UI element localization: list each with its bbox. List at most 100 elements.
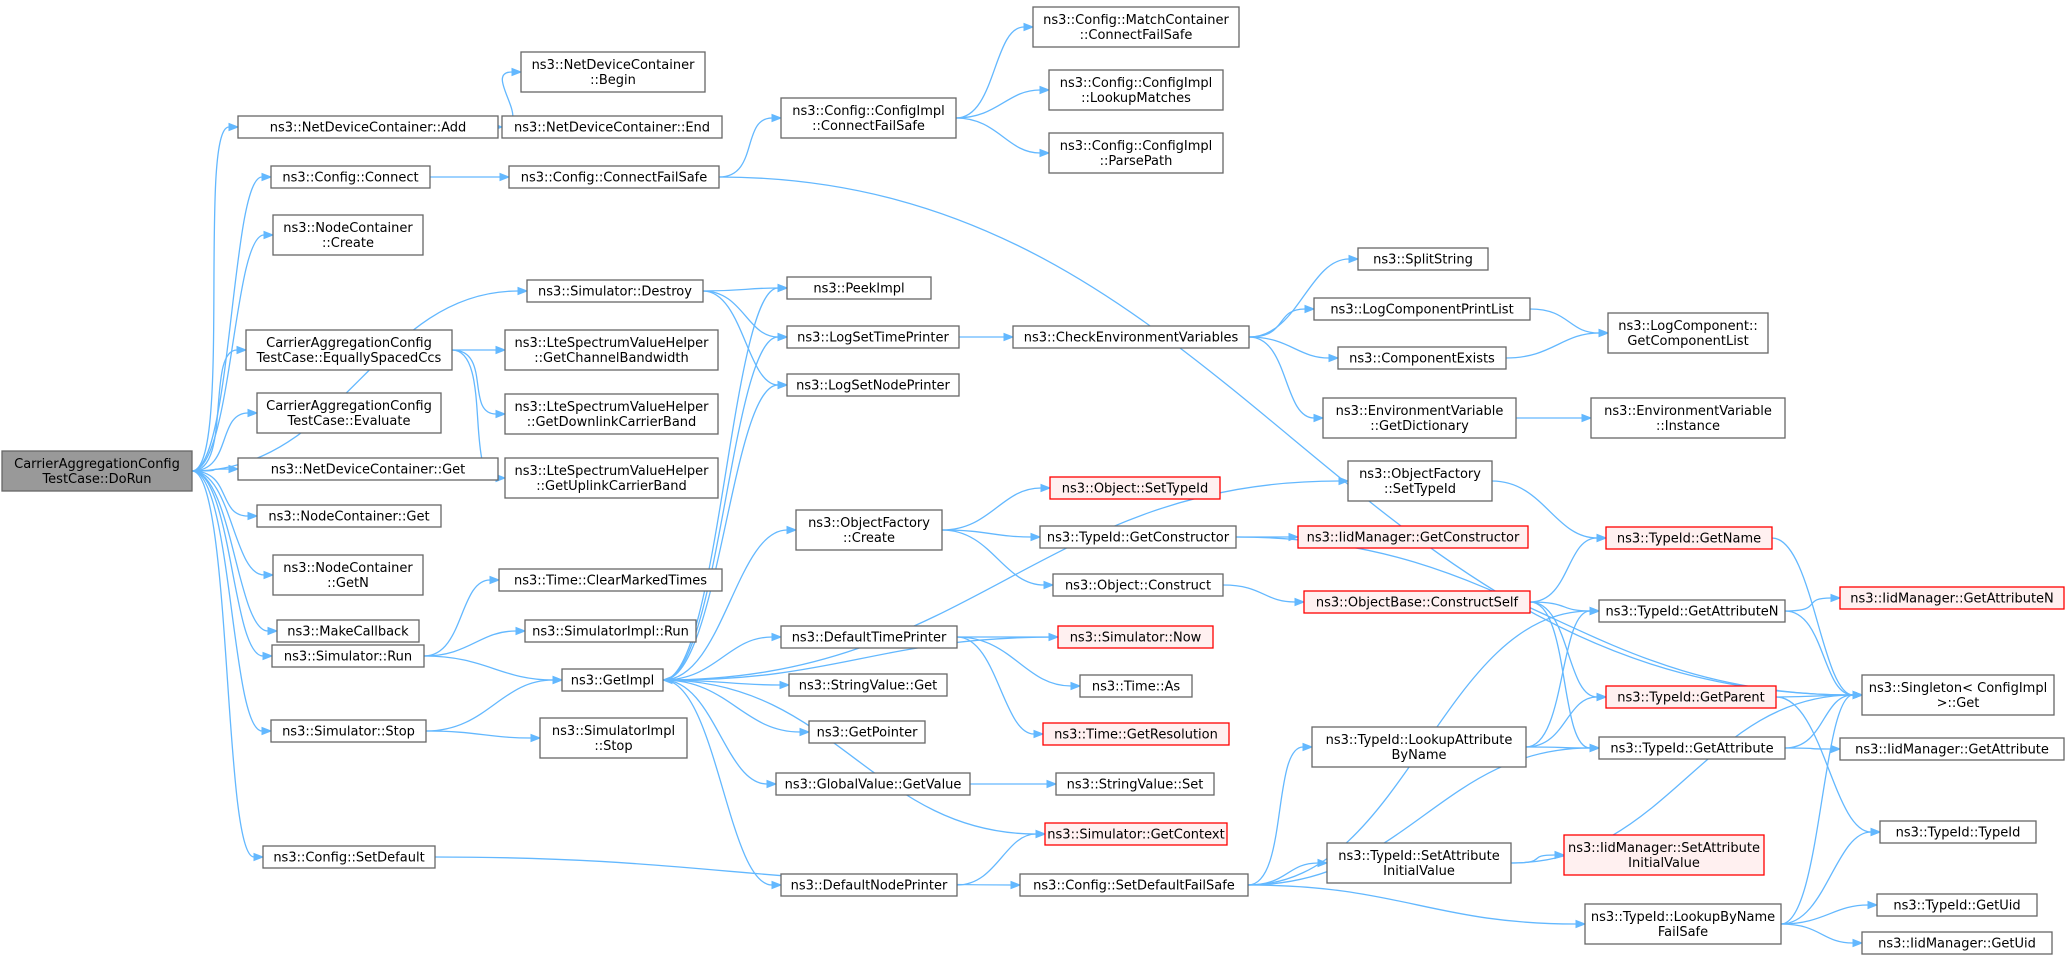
node-ndc-add[interactable]: ns3::NetDeviceContainer::Add	[237, 115, 499, 139]
edge-line	[191, 290, 519, 472]
node-sim-destroy[interactable]: ns3::Simulator::Destroy	[526, 279, 704, 303]
arrowhead-icon	[1596, 692, 1608, 702]
node-label: ns3::IidManager::GetAttributeN	[1850, 592, 2054, 607]
node-checkenv[interactable]: ns3::CheckEnvironmentVariables	[1012, 325, 1250, 349]
arrowhead-icon	[261, 172, 273, 182]
node-iid-getuid[interactable]: ns3::IidManager::GetUid	[1861, 931, 2053, 955]
node-box	[1605, 685, 1777, 709]
node-makecallback[interactable]: ns3::MakeCallback	[276, 619, 420, 643]
node-splitstring[interactable]: ns3::SplitString	[1357, 247, 1489, 271]
node-box	[1861, 931, 2053, 955]
node-ndc-end[interactable]: ns3::NetDeviceContainer::End	[501, 115, 723, 139]
node-typeid-getattrn[interactable]: ns3::TypeId::GetAttributeN	[1598, 599, 1786, 623]
node-envvar-instance[interactable]: ns3::EnvironmentVariable::Instance	[1590, 397, 1786, 439]
node-evaluate[interactable]: CarrierAggregationConfigTestCase::Evalua…	[256, 392, 442, 434]
arrowhead-icon	[267, 626, 279, 636]
node-stringvalue-get[interactable]: ns3::StringValue::Get	[788, 673, 948, 697]
node-envvar-getdict[interactable]: ns3::EnvironmentVariable::GetDictionary	[1322, 397, 1517, 439]
node-typeid-getuid[interactable]: ns3::TypeId::GetUid	[1876, 893, 2038, 917]
node-time-clear[interactable]: ns3::Time::ClearMarkedTimes	[498, 568, 723, 592]
edge-line	[1247, 746, 1304, 886]
node-cfgimpl-connectfs[interactable]: ns3::Config::ConfigImpl::ConnectFailSafe	[780, 97, 957, 139]
node-ltesv-chbw[interactable]: ns3::LteSpectrumValueHelper::GetChannelB…	[504, 329, 719, 371]
edge-getimpl-to-defaulttimeprinter	[662, 632, 783, 681]
edge-getimpl-to-getpointer	[662, 679, 811, 737]
node-logcomp-getlist[interactable]: ns3::LogComponent::GetComponentList	[1607, 312, 1769, 354]
node-cfgimpl-parse[interactable]: ns3::Config::ConfigImpl::ParsePath	[1048, 132, 1224, 174]
node-typeid-getctor[interactable]: ns3::TypeId::GetConstructor	[1039, 525, 1237, 549]
node-equallyspaced[interactable]: CarrierAggregationConfigTestCase::Equall…	[245, 329, 453, 371]
node-logcompprint[interactable]: ns3::LogComponentPrintList	[1313, 297, 1531, 321]
edge-line	[191, 468, 230, 472]
node-nc-get[interactable]: ns3::NodeContainer::Get	[256, 504, 442, 528]
node-typeid-getparent[interactable]: ns3::TypeId::GetParent	[1605, 685, 1777, 709]
arrowhead-icon	[1596, 533, 1608, 543]
node-typeid-typeid[interactable]: ns3::TypeId::TypeId	[1879, 820, 2037, 844]
node-object-construct[interactable]: ns3::Object::Construct	[1052, 573, 1224, 597]
node-singleton-get[interactable]: ns3::Singleton< ConfigImpl>::Get	[1861, 674, 2055, 716]
node-simimpl-stop[interactable]: ns3::SimulatorImpl::Stop	[539, 717, 688, 759]
node-cfg-setdefaultfs[interactable]: ns3::Config::SetDefaultFailSafe	[1019, 873, 1249, 897]
node-nc-create[interactable]: ns3::NodeContainer::Create	[272, 214, 424, 256]
node-matchcont-connectfs[interactable]: ns3::Config::MatchContainer::ConnectFail…	[1032, 6, 1240, 48]
node-iid-setattrinit[interactable]: ns3::IidManager::SetAttributeInitialValu…	[1563, 834, 1765, 876]
node-label: ns3::TypeId::GetAttributeN	[1605, 605, 1778, 620]
node-objfactory-create[interactable]: ns3::ObjectFactory::Create	[795, 509, 943, 551]
edge-sim-run-to-time-clear	[423, 575, 501, 657]
node-nc-getn[interactable]: ns3::NodeContainer::GetN	[272, 554, 424, 596]
node-objfactory-settypeid[interactable]: ns3::ObjectFactory::SetTypeId	[1347, 460, 1493, 502]
node-label: ns3::TypeId::GetUid	[1893, 899, 2020, 914]
node-label: CarrierAggregationConfig	[266, 399, 432, 414]
node-label: ns3::Object::Construct	[1065, 579, 1211, 594]
node-cfg-connectfs[interactable]: ns3::Config::ConnectFailSafe	[508, 165, 720, 189]
node-stringvalue-set[interactable]: ns3::StringValue::Set	[1055, 772, 1215, 796]
node-iid-getctor[interactable]: ns3::IidManager::GetConstructor	[1297, 525, 1529, 549]
node-getimpl[interactable]: ns3::GetImpl	[561, 668, 664, 692]
node-sim-now[interactable]: ns3::Simulator::Now	[1057, 625, 1214, 649]
node-iid-getattr[interactable]: ns3::IidManager::GetAttribute	[1839, 737, 2065, 761]
node-peekimpl[interactable]: ns3::PeekImpl	[786, 276, 932, 300]
node-getpointer[interactable]: ns3::GetPointer	[808, 720, 926, 744]
node-cfg-connect[interactable]: ns3::Config::Connect	[270, 165, 431, 189]
node-sim-getcontext[interactable]: ns3::Simulator::GetContext	[1044, 822, 1228, 846]
arrowhead-icon	[1043, 580, 1055, 590]
node-time-getres[interactable]: ns3::Time::GetResolution	[1042, 722, 1230, 746]
function-nodes: CarrierAggregationConfigTestCase::DoRunn…	[1, 6, 2065, 955]
node-object-settypeid[interactable]: ns3::Object::SetTypeId	[1049, 476, 1221, 500]
arrowhead-icon	[517, 286, 529, 296]
node-box	[1048, 69, 1224, 111]
edge-line	[191, 470, 255, 858]
node-ndc-get[interactable]: ns3::NetDeviceContainer::Get	[237, 457, 499, 481]
arrowhead-icon	[1039, 85, 1051, 95]
node-defaultnodeprinter[interactable]: ns3::DefaultNodePrinter	[780, 873, 958, 897]
node-simimpl-run[interactable]: ns3::SimulatorImpl::Run	[524, 619, 697, 643]
node-sim-stop[interactable]: ns3::Simulator::Stop	[270, 719, 427, 743]
node-label: CarrierAggregationConfig	[14, 457, 180, 472]
node-objbase-constructself[interactable]: ns3::ObjectBase::ConstructSelf	[1303, 590, 1531, 614]
node-defaulttimeprinter[interactable]: ns3::DefaultTimePrinter	[780, 625, 958, 649]
node-label: ns3::ComponentExists	[1349, 352, 1495, 367]
node-globalvalue-getvalue[interactable]: ns3::GlobalValue::GetValue	[775, 772, 971, 796]
edge-line	[671, 636, 1059, 681]
node-typeid-getattr[interactable]: ns3::TypeId::GetAttribute	[1598, 736, 1786, 760]
node-cfgimpl-lookup[interactable]: ns3::Config::ConfigImpl::LookupMatches	[1048, 69, 1224, 111]
node-typeid-getname[interactable]: ns3::TypeId::GetName	[1605, 526, 1773, 550]
node-box	[1584, 903, 1782, 945]
arrowhead-icon	[489, 575, 501, 585]
node-ndc-begin[interactable]: ns3::NetDeviceContainer::Begin	[520, 51, 706, 93]
node-sim-run[interactable]: ns3::Simulator::Run	[271, 644, 425, 668]
node-logsettime[interactable]: ns3::LogSetTimePrinter	[786, 325, 960, 349]
node-logsetnode[interactable]: ns3::LogSetNodePrinter	[786, 373, 960, 397]
node-ltesv-ul[interactable]: ns3::LteSpectrumValueHelper::GetUplinkCa…	[504, 457, 719, 499]
node-compexists[interactable]: ns3::ComponentExists	[1337, 346, 1507, 370]
node-cfg-setdefault[interactable]: ns3::Config::SetDefault	[262, 845, 436, 869]
node-time-as[interactable]: ns3::Time::As	[1079, 674, 1193, 698]
node-label: ns3::NodeContainer	[283, 221, 413, 236]
node-ltesv-dl[interactable]: ns3::LteSpectrumValueHelper::GetDownlink…	[504, 393, 719, 435]
node-iid-getattrn[interactable]: ns3::IidManager::GetAttributeN	[1839, 586, 2065, 610]
node-box	[775, 772, 971, 796]
